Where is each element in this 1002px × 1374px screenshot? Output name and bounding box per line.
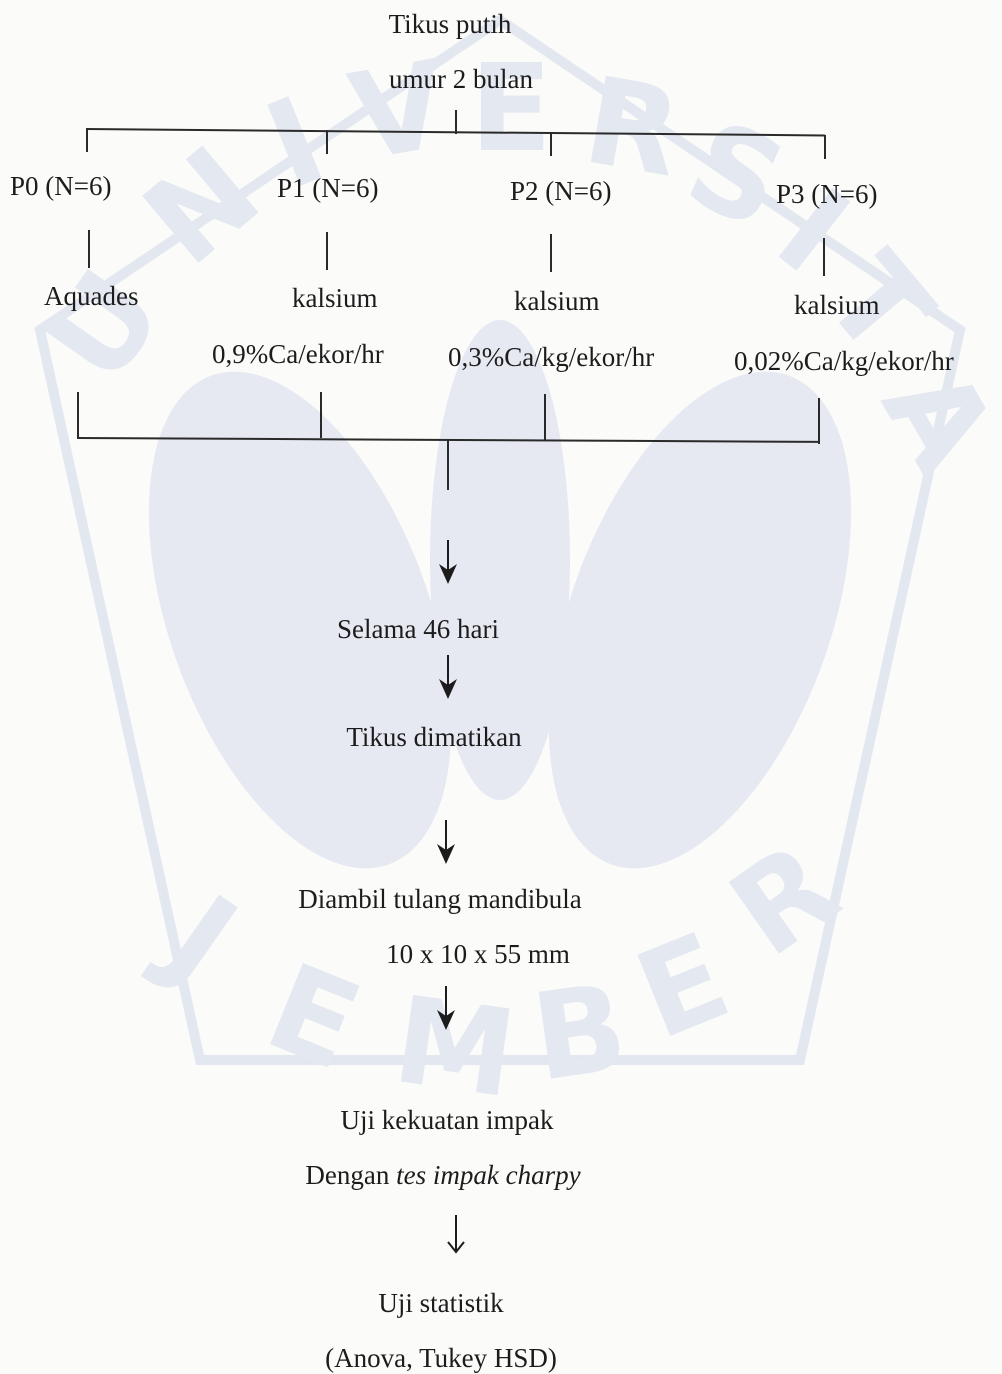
group-label-p1: P1 (N=6) [277,173,379,203]
svg-text:E: E [619,907,747,1067]
group-stem-p2 [550,234,552,272]
step-sample-line2: 10 x 10 x 55 mm [386,939,570,969]
svg-text:E: E [249,938,377,1098]
merge-tick-p2 [544,394,546,440]
merge-tick-p0 [77,392,79,438]
arrow-down-icon [434,986,458,1030]
step-impact-test-line2: Dengan tes impak charpy [305,1159,580,1191]
treatment-p2: kalsium [514,286,600,316]
arrow-down-icon [436,540,460,584]
svg-text:B: B [525,958,635,1108]
step-duration: Selama 46 hari [337,614,499,644]
branch-tick-p2 [550,132,552,156]
svg-text:R: R [707,817,862,984]
treatment-p0: Aquades [44,281,139,311]
dose-p1: 0,9%Ca/ekor/hr [212,339,384,369]
merge-tick-p3 [818,398,820,444]
arrow-down-icon [436,655,460,699]
step-sacrifice: Tikus dimatikan [346,722,522,752]
svg-text:S: S [668,95,804,257]
svg-text:N: N [119,121,285,292]
step-statistics-line1: Uji statistik [378,1288,504,1318]
treatment-p3: kalsium [794,290,880,320]
branch-tick-p0 [86,128,88,152]
group-label-p2: P2 (N=6) [510,176,612,206]
dose-p3: 0,02%Ca/kg/ekor/hr [734,346,954,376]
group-label-p0: P0 (N=6) [10,171,112,201]
impact-method-name: tes impak charpy [396,1160,581,1190]
impact-method-prefix: Dengan [305,1160,397,1190]
root-stem-line [455,110,457,134]
svg-text:J: J [138,866,260,1009]
svg-text:U: U [20,247,190,407]
group-stem-p0 [88,230,90,268]
branch-tick-p1 [326,130,328,154]
root-title-line2: umur 2 bulan [389,64,533,94]
root-title-line1: Tikus putih [388,9,512,39]
group-stem-p1 [326,232,328,270]
step-sample-line1: Diambil tulang mandibula [298,884,582,914]
step-statistics-line2: (Anova, Tukey HSD) [325,1343,557,1373]
branch-tick-p3 [824,135,826,159]
step-impact-test-line1: Uji kekuatan impak [340,1105,554,1135]
treatment-p1: kalsium [292,283,378,313]
group-label-p3: P3 (N=6) [776,179,878,209]
svg-text:V: V [341,36,457,189]
dose-p2: 0,3%Ca/kg/ekor/hr [448,342,655,372]
merge-stem-line [447,440,449,490]
arrow-down-icon [444,1215,468,1255]
group-stem-p3 [823,238,825,276]
svg-text:E: E [470,40,552,179]
merge-tick-p1 [320,392,322,438]
arrow-down-icon [434,820,458,864]
